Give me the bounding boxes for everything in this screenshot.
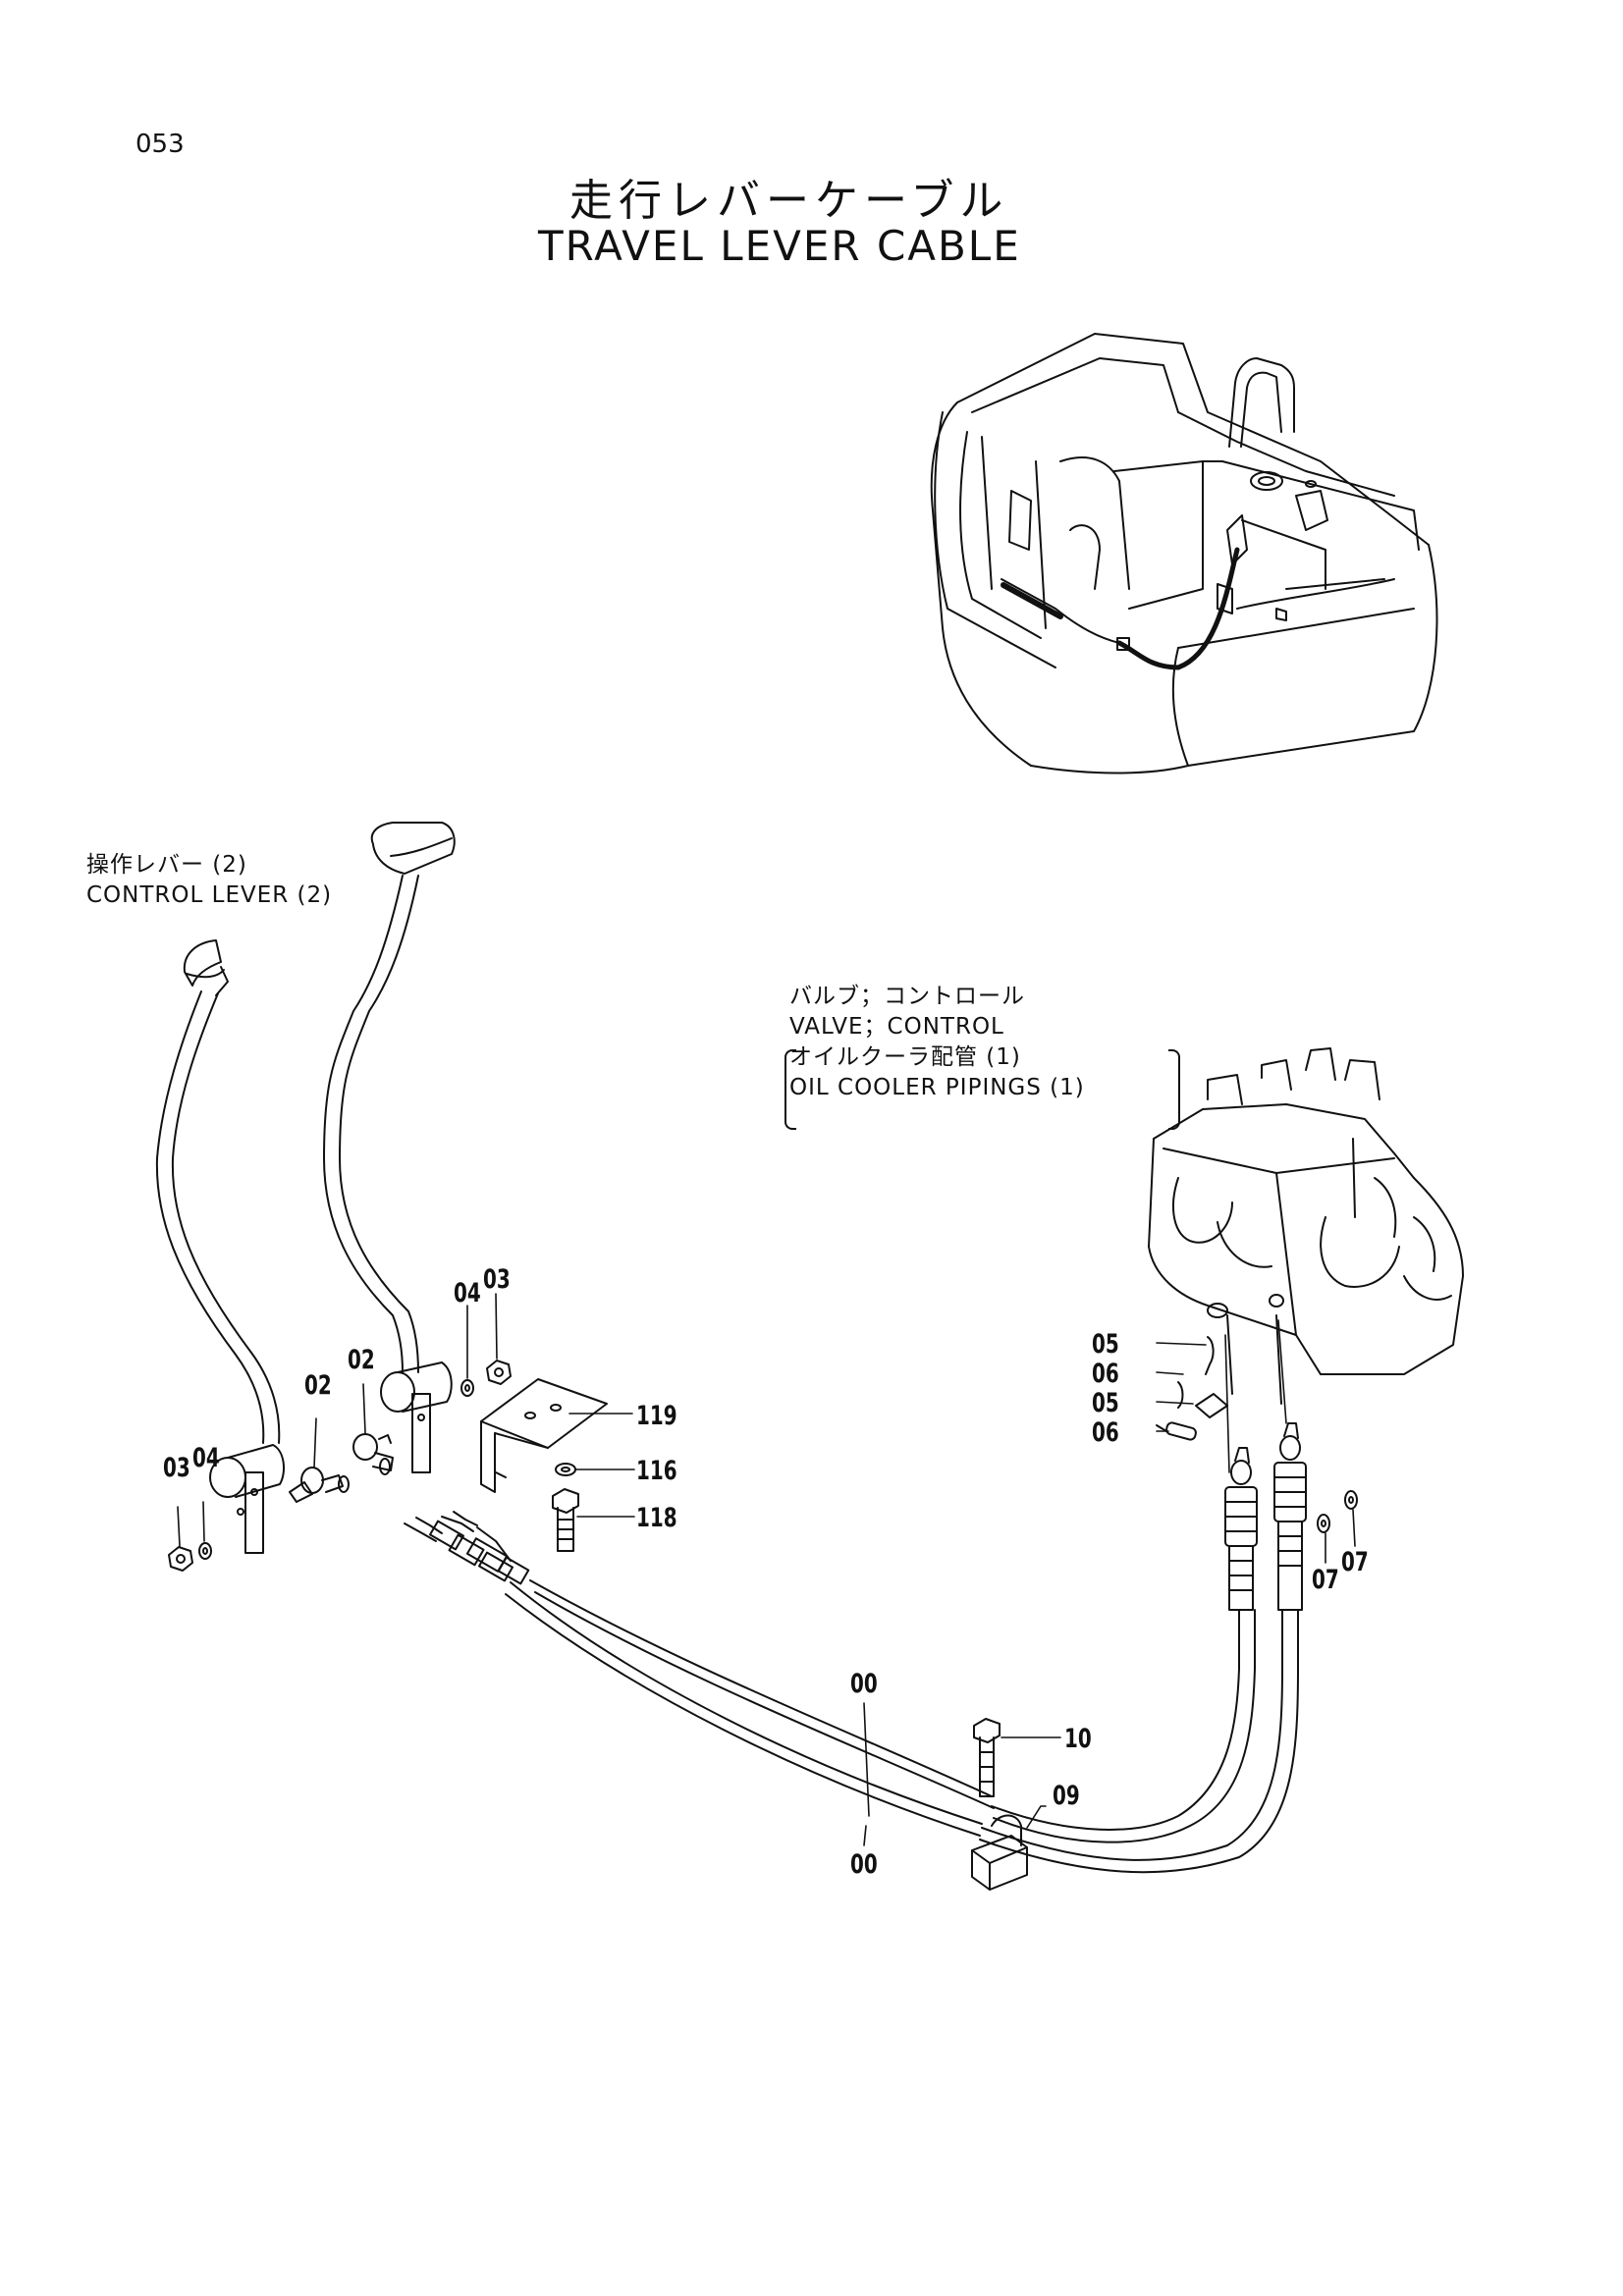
callout-00-lower: 00 bbox=[850, 1849, 878, 1880]
callout-118: 118 bbox=[636, 1503, 677, 1533]
control-lever-label-jp: 操作レバー (2) bbox=[86, 852, 247, 878]
callout-02-left: 02 bbox=[304, 1370, 332, 1401]
valve-label-en: VALVE；CONTROL bbox=[789, 1014, 1004, 1040]
bolt-10 bbox=[974, 1719, 1000, 1796]
control-lever-right-illustration bbox=[324, 823, 455, 1472]
callout-03-left: 03 bbox=[163, 1453, 190, 1483]
cable-ends-at-valve bbox=[1225, 1423, 1306, 1610]
washer-04-left bbox=[199, 1543, 211, 1559]
pins-and-clips-05-06 bbox=[1157, 1337, 1227, 1441]
callout-116: 116 bbox=[636, 1456, 677, 1486]
note-bracket-left bbox=[784, 1049, 796, 1130]
oil-cooler-label-en: OIL COOLER PIPINGS (1) bbox=[789, 1075, 1085, 1100]
callout-04-top: 04 bbox=[454, 1278, 481, 1308]
valve-control-label: バルブ；コントロール VALVE；CONTROL オイルクーラ配管 (1) OI… bbox=[789, 982, 1085, 1103]
page-number: 053 bbox=[135, 130, 185, 159]
control-lever-left-illustration bbox=[157, 940, 284, 1553]
nut-03-left bbox=[169, 1547, 192, 1571]
rod-end-02-mid bbox=[353, 1434, 393, 1474]
callout-04-left: 04 bbox=[192, 1443, 220, 1473]
travel-lever-cable-00-a bbox=[442, 1512, 994, 1808]
washers-07 bbox=[1318, 1491, 1357, 1532]
callout-03-top: 03 bbox=[483, 1264, 511, 1295]
callout-00-upper: 00 bbox=[850, 1669, 878, 1699]
washer-116 bbox=[556, 1464, 575, 1475]
callout-09: 09 bbox=[1053, 1781, 1080, 1811]
washer-04-top bbox=[461, 1380, 473, 1396]
bracket-119 bbox=[481, 1379, 607, 1492]
clamp-09 bbox=[972, 1816, 1027, 1891]
title-japanese: 走行レバーケーブル bbox=[569, 176, 1009, 226]
title-english: TRAVEL LEVER CABLE bbox=[538, 222, 1021, 270]
rod-end-02-left bbox=[290, 1468, 349, 1502]
callout-07-b: 07 bbox=[1341, 1547, 1369, 1577]
valve-label-jp: バルブ；コントロール bbox=[789, 984, 1025, 1009]
callout-06-b: 06 bbox=[1092, 1417, 1119, 1448]
oil-cooler-label-jp: オイルクーラ配管 (1) bbox=[789, 1044, 1021, 1070]
callout-05-a: 05 bbox=[1092, 1329, 1119, 1360]
control-valve-illustration bbox=[1149, 1048, 1463, 1404]
callout-119: 119 bbox=[636, 1401, 677, 1431]
bolt-118 bbox=[553, 1489, 578, 1551]
control-lever-label-en: CONTROL LEVER (2) bbox=[86, 882, 333, 908]
callout-07-a: 07 bbox=[1312, 1565, 1339, 1595]
callout-06-a: 06 bbox=[1092, 1359, 1119, 1389]
callout-05-b: 05 bbox=[1092, 1388, 1119, 1418]
callout-10: 10 bbox=[1064, 1724, 1092, 1754]
note-bracket-right bbox=[1168, 1049, 1180, 1130]
cable-run-to-valve bbox=[980, 1610, 1298, 1872]
callout-02-mid: 02 bbox=[348, 1345, 375, 1375]
travel-lever-cable-00-b bbox=[405, 1518, 982, 1836]
excavator-overview-illustration bbox=[932, 334, 1437, 774]
leader-lines bbox=[178, 1294, 1355, 1845]
control-lever-label: 操作レバー (2) CONTROL LEVER (2) bbox=[86, 850, 332, 911]
nut-03-top bbox=[487, 1361, 511, 1384]
